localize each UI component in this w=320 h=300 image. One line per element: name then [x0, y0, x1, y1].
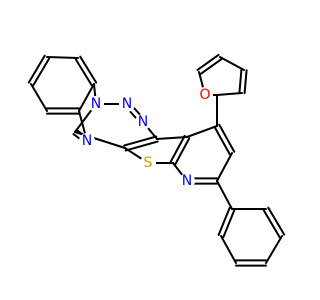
bond-line-22-b	[218, 123, 236, 153]
atom-n2-background	[119, 96, 135, 112]
atom-n5-background	[179, 173, 195, 189]
bond-line-13-b	[123, 135, 158, 147]
atom-n4-label: N	[82, 133, 92, 149]
bond-line-17-b	[174, 137, 191, 166]
bond-line-1-1	[46, 56, 79, 59]
bond-layer	[27, 53, 286, 267]
atom-o1-label: O	[199, 87, 210, 103]
bond-line-23-1	[186, 125, 218, 138]
molecule-structure: N N N N N S O	[27, 53, 286, 267]
atom-n3-group: N	[135, 114, 151, 130]
bond-line-30-1	[216, 92, 243, 96]
atom-n5-label: N	[182, 173, 192, 189]
bond-line-29-b	[238, 68, 243, 94]
bond-line-32-a	[222, 208, 236, 238]
atom-o1-background	[197, 87, 213, 103]
atom-label-layer: N N N N N S O	[79, 87, 213, 189]
bond-line-32-b	[217, 207, 231, 237]
atom-s1-label: S	[144, 155, 153, 171]
bond-line-31-1	[216, 180, 233, 210]
atom-n2-group: N	[119, 96, 135, 112]
bond-line-18-1	[156, 136, 188, 140]
bond-line-36-a	[262, 209, 281, 239]
atom-o1-group: O	[197, 87, 213, 103]
bond-line-27-a	[196, 53, 220, 71]
bond-line-5-1	[30, 83, 48, 112]
bond-line-35-1	[265, 235, 283, 264]
atom-n4-group: N	[79, 133, 95, 149]
bond-line-0-b	[32, 57, 51, 87]
atom-s1-background	[140, 155, 156, 171]
bond-line-28-1	[219, 56, 245, 71]
bond-line-33-1	[220, 235, 237, 264]
bond-line-21-1	[216, 152, 233, 182]
bond-line-0-a	[27, 54, 46, 84]
bond-line-22-a	[213, 126, 231, 156]
bond-line-17-a	[169, 134, 186, 163]
atom-s1-group: S	[140, 155, 156, 171]
atom-n5-group: N	[179, 173, 195, 189]
bond-line-36-b	[267, 206, 286, 236]
atom-n1-label: N	[91, 96, 101, 112]
bond-line-13-a	[124, 140, 159, 152]
bond-line-2-b	[74, 58, 93, 87]
bond-line-2-a	[79, 55, 98, 84]
atom-n1-group: N	[88, 96, 104, 112]
atom-n1-background	[88, 96, 104, 112]
atom-n3-background	[135, 114, 151, 130]
atom-n3-label: N	[138, 114, 148, 130]
bond-line-29-a	[243, 69, 248, 95]
bond-line-3-1	[78, 83, 95, 112]
atom-n4-background	[79, 133, 95, 149]
bond-line-27-b	[199, 58, 223, 76]
atom-n2-label: N	[122, 96, 132, 112]
